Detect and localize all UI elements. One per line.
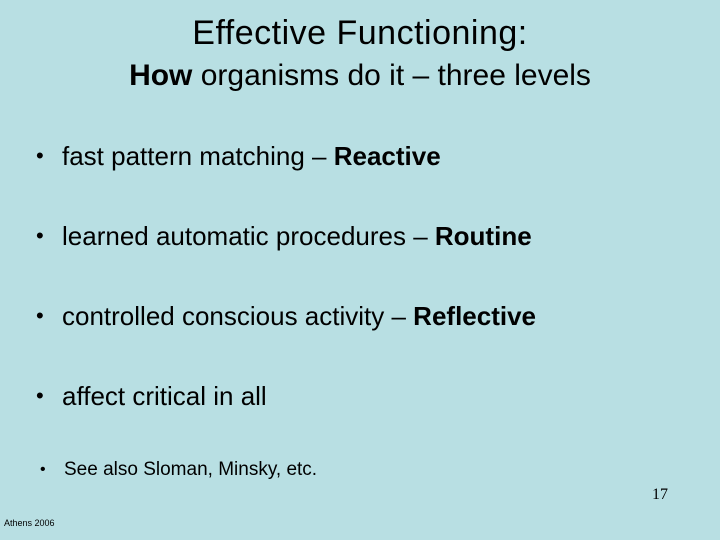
- bullet-icon: •: [36, 383, 44, 408]
- bullet-text: fast pattern matching – Reactive: [62, 140, 441, 172]
- title-line2-rest: organisms do it – three levels: [192, 59, 591, 92]
- title-line-2: How organisms do it – three levels: [0, 56, 720, 96]
- bullet-text: learned automatic procedures – Routine: [62, 220, 532, 252]
- bullet-lead: affect critical in all: [62, 381, 267, 411]
- page-number: 17: [652, 486, 668, 503]
- bullet-text: affect critical in all: [62, 380, 267, 412]
- bullet-icon: •: [36, 303, 44, 328]
- bullet-lead: fast pattern matching –: [62, 141, 334, 171]
- title-line-1: Effective Functioning:: [192, 14, 528, 52]
- bullet-lead: controlled conscious activity –: [62, 301, 414, 331]
- bullet-keyword: Reflective: [413, 301, 537, 331]
- bullet-item: • affect critical in all: [36, 380, 686, 412]
- title-line2-bold-word: How: [129, 59, 193, 92]
- footnote-bullet-item: • See also Sloman, Minsky, etc.: [40, 458, 690, 482]
- bullet-icon: •: [36, 223, 44, 248]
- footer-event-label: Athens 2006: [4, 518, 55, 528]
- bullet-lead: learned automatic procedures –: [62, 221, 435, 251]
- bullet-icon: •: [40, 461, 46, 478]
- bullet-item: • controlled conscious activity – Reflec…: [36, 300, 686, 332]
- bullet-item: • fast pattern matching – Reactive: [36, 140, 686, 172]
- bullet-icon: •: [36, 143, 44, 168]
- bullet-item: • learned automatic procedures – Routine: [36, 220, 686, 252]
- slide-title: Effective Functioning: How organisms do …: [0, 10, 720, 96]
- footnote-text: See also Sloman, Minsky, etc.: [64, 459, 318, 480]
- bullet-text: controlled conscious activity – Reflecti…: [62, 300, 536, 332]
- bullet-keyword: Routine: [434, 221, 532, 251]
- bullet-keyword: Reactive: [333, 141, 441, 171]
